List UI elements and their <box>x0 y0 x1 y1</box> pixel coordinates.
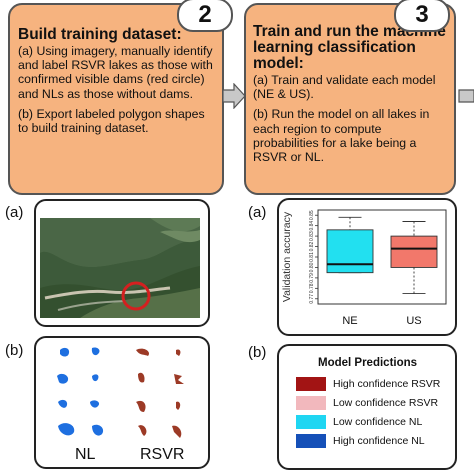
y-tick-label: 0.83 <box>309 231 315 241</box>
nl-shape <box>90 400 100 408</box>
satellite-image <box>40 218 200 318</box>
step-3-title: Train and run the machine learning class… <box>253 23 446 72</box>
step-2-box: Build training dataset: (a) Using imager… <box>8 3 224 195</box>
panel-a-left-label: (a) <box>5 204 24 221</box>
step-3-number-badge: 3 <box>394 0 450 32</box>
y-tick-label: 0.84 <box>309 221 315 231</box>
rsvr-label: RSVR <box>140 446 185 463</box>
rsvr-shape <box>176 401 181 410</box>
rsvr-shape <box>138 425 147 436</box>
y-tick-label: 0.82 <box>309 241 315 251</box>
nl-shape <box>60 347 70 357</box>
right-arrow-icon <box>222 83 246 109</box>
panel-a-right-label: (a) <box>248 204 267 221</box>
legend-title: Model Predictions <box>318 357 418 369</box>
step-3-para-a: (a) Train and validate each model (NE & … <box>253 73 436 102</box>
step-3-box: Train and run the machine learning class… <box>244 3 456 195</box>
step-2-para-a: (a) Using imagery, manually identify and… <box>18 44 213 101</box>
legend-swatch <box>296 415 326 429</box>
step-2-number-badge: 2 <box>177 0 233 32</box>
step-2-para-b: (b) Export labeled polygon shapes to bui… <box>18 106 205 136</box>
legend-label: Low confidence RSVR <box>333 397 439 409</box>
legend-swatch <box>296 434 326 448</box>
y-tick-label: 0.85 <box>309 210 315 220</box>
nl-shape <box>92 424 104 436</box>
rsvr-shape <box>136 348 150 356</box>
nl-shape <box>58 423 75 436</box>
y-tick-label: 0.79 <box>309 273 315 283</box>
box-us <box>390 235 438 268</box>
y-tick-label: 0.78 <box>309 283 315 293</box>
rsvr-shape <box>176 349 181 356</box>
step-2-text: Build training dataset: (a) Using imager… <box>18 26 214 136</box>
rsvr-shape <box>136 400 146 412</box>
step-2-title: Build training dataset: <box>18 26 182 43</box>
x-tick-label: US <box>406 315 421 327</box>
step-3-text: Train and run the machine learning class… <box>253 23 446 165</box>
y-axis-label: Validation accuracy <box>281 211 293 302</box>
x-tick-label: NE <box>342 315 357 327</box>
legend-swatch <box>296 377 326 391</box>
panel-b-left-label: (b) <box>5 342 24 359</box>
nl-shapes <box>57 347 104 436</box>
validation-accuracy-boxplot: 0.770.780.790.800.810.820.830.840.85 Vali… <box>281 209 447 327</box>
nl-shape <box>57 373 69 384</box>
step-3-para-b: (b) Run the model on all lakes in each r… <box>253 107 430 165</box>
nl-label: NL <box>75 446 96 463</box>
nl-shape <box>91 347 100 356</box>
rsvr-shapes <box>136 348 184 438</box>
rsvr-shape <box>172 425 182 438</box>
right-arrow-partial-icon <box>458 89 474 103</box>
y-tick-label: 0.81 <box>309 252 315 262</box>
rsvr-shape <box>138 372 145 383</box>
panel-b-right-label: (b) <box>248 344 267 361</box>
legend-label: High confidence NL <box>333 435 425 447</box>
y-tick-label: 0.80 <box>309 262 315 272</box>
nl-shape <box>58 399 68 408</box>
y-tick-label: 0.77 <box>309 294 315 304</box>
lake-shapes <box>57 347 184 438</box>
box-ne <box>326 229 374 274</box>
legend-label: High confidence RSVR <box>333 378 441 390</box>
legend-label: Low confidence NL <box>333 416 423 428</box>
rsvr-shape <box>174 374 184 384</box>
nl-shape <box>92 374 99 382</box>
legend-swatch <box>296 396 326 410</box>
